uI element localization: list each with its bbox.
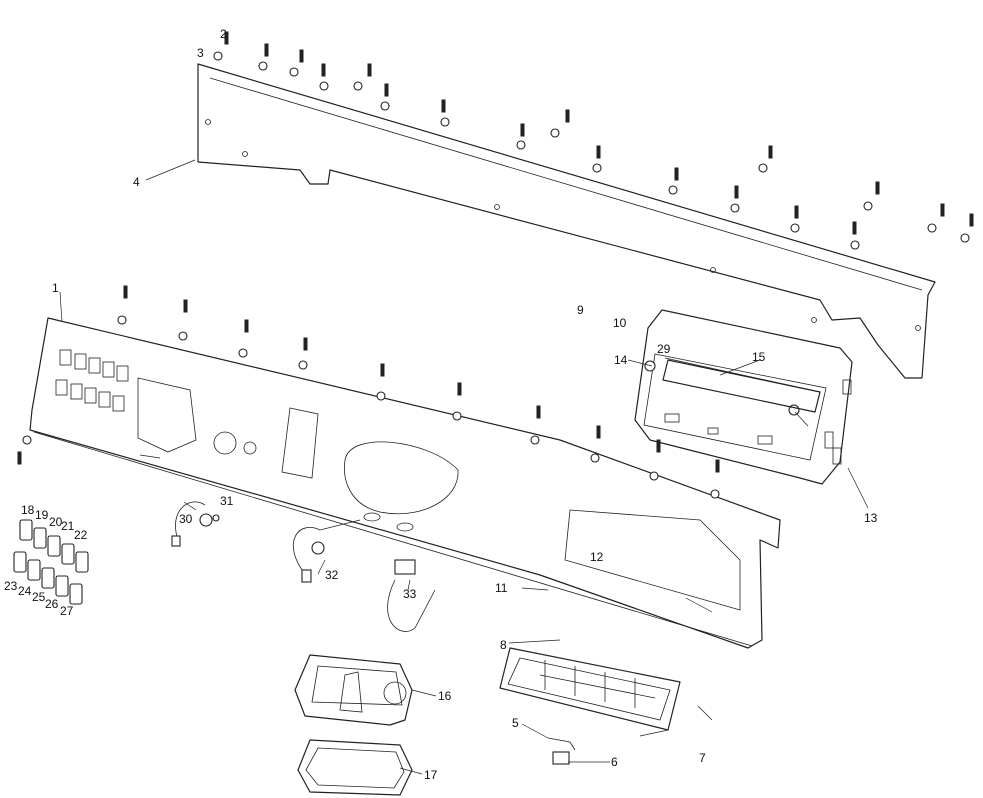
glovebox-lower [499, 647, 681, 731]
callout-20: 20 [49, 515, 63, 529]
latch-parts [547, 737, 576, 765]
callout-17: 17 [424, 768, 438, 782]
callout-9: 9 [577, 303, 584, 317]
callout-19: 19 [35, 508, 49, 522]
callout-30: 30 [179, 512, 193, 526]
callout-7: 7 [699, 751, 706, 765]
lower-dash-panel [29, 317, 781, 649]
callout-15: 15 [752, 350, 766, 364]
switch-cutouts [55, 349, 129, 412]
harness-33 [387, 522, 436, 632]
callout-1: 1 [52, 281, 59, 295]
callout-labels: 1 2 3 4 5 6 7 8 9 10 11 12 13 14 15 16 1… [4, 27, 878, 782]
callout-6: 6 [611, 755, 618, 769]
cup-holder-insert [297, 739, 413, 796]
callout-26: 26 [45, 597, 59, 611]
callout-12: 12 [590, 550, 604, 564]
callout-22: 22 [74, 528, 88, 542]
callout-4: 4 [133, 175, 140, 189]
callout-23: 23 [4, 579, 18, 593]
callout-31: 31 [220, 494, 234, 508]
leader-lines [59, 159, 869, 775]
callout-25: 25 [32, 590, 46, 604]
callout-24: 24 [18, 584, 32, 598]
callout-14: 14 [614, 353, 628, 367]
gauge-lens [662, 359, 821, 413]
callout-18: 18 [21, 503, 35, 517]
callout-33: 33 [403, 587, 417, 601]
fastener-row-upper [213, 31, 974, 250]
cup-holder-frame [294, 654, 413, 726]
upper-dash-panel [197, 63, 936, 379]
rocker-switch-set [13, 519, 89, 605]
callout-29: 29 [657, 342, 671, 356]
callout-21: 21 [61, 519, 75, 533]
callout-5: 5 [512, 716, 519, 730]
callout-8: 8 [500, 638, 507, 652]
callout-27: 27 [60, 604, 74, 618]
fastener-row-lower [17, 285, 720, 499]
harness-32 [292, 512, 381, 583]
callout-2: 2 [220, 27, 227, 41]
callout-32: 32 [325, 568, 339, 582]
callout-13: 13 [864, 511, 878, 525]
harness-30 [171, 501, 220, 547]
callout-10: 10 [613, 316, 627, 330]
callout-3: 3 [197, 46, 204, 60]
callout-11: 11 [495, 581, 508, 595]
callout-16: 16 [438, 689, 452, 703]
